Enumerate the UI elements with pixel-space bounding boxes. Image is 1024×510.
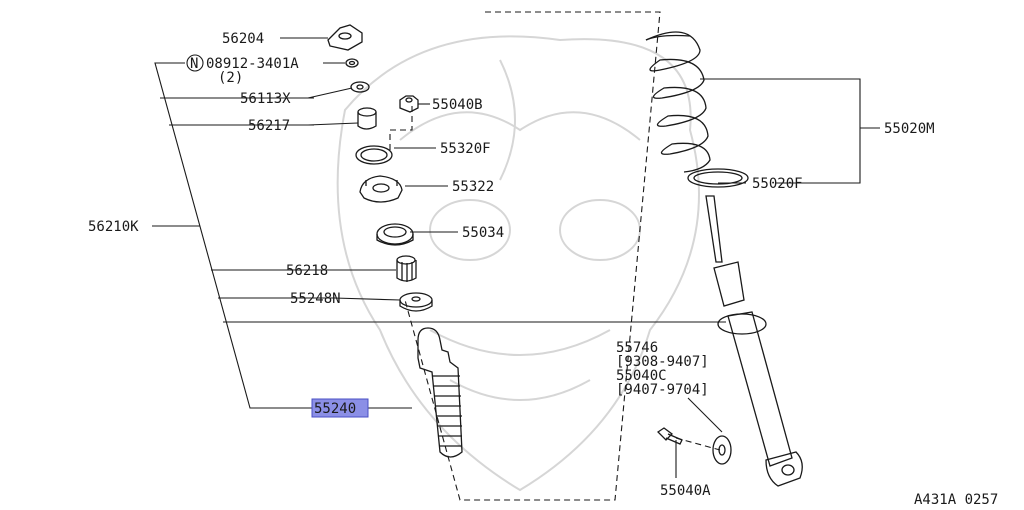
shock-absorber: [705, 195, 803, 487]
bracket-56210k: [152, 62, 726, 409]
nut-08912: [345, 58, 359, 68]
dust-boot-55240: [417, 327, 463, 458]
spring-seat-55020f: [687, 168, 749, 188]
callout-55040b[interactable]: 55040B: [432, 97, 483, 113]
callout-55040c-range: [9407-9704]: [616, 382, 709, 398]
note-n-circle: [186, 54, 204, 72]
washer-55746: [712, 435, 732, 465]
callout-56113x[interactable]: 56113X: [240, 91, 291, 107]
mount-cap-56204: [327, 24, 363, 51]
callout-08912-qty: (2): [218, 70, 243, 86]
bumper-56218: [396, 255, 417, 282]
callout-55020f[interactable]: 55020F: [752, 176, 803, 192]
callout-55322[interactable]: 55322: [452, 179, 494, 195]
leader-lines: [280, 37, 723, 478]
callout-56204[interactable]: 56204: [222, 31, 264, 47]
insulator-55248n: [399, 292, 433, 312]
callout-55040a[interactable]: 55040A: [660, 483, 711, 499]
callout-55248n[interactable]: 55248N: [290, 291, 341, 307]
watermark-emblem: [336, 35, 700, 492]
callout-55746-range: [9308-9407]: [616, 354, 709, 370]
assembly-dashed-outline: [404, 11, 661, 501]
ring-55320f: [355, 145, 393, 165]
bolt-dashed-line: [675, 437, 721, 451]
callout-56218[interactable]: 56218: [286, 263, 328, 279]
callout-55320f[interactable]: 55320F: [440, 141, 491, 157]
callout-08912[interactable]: 08912-3401A: [206, 56, 299, 72]
figure-code: A431A 0257: [914, 492, 998, 508]
callout-08912-prefix: N: [190, 56, 198, 72]
bushing-56217: [357, 107, 377, 130]
callout-55034[interactable]: 55034: [462, 225, 504, 241]
callout-55040c[interactable]: 55040C: [616, 368, 667, 384]
callout-56210k[interactable]: 56210K: [88, 219, 139, 235]
washer-56113x: [350, 81, 370, 93]
callout-55240[interactable]: 55240: [314, 401, 356, 417]
nut-55040b: [399, 95, 419, 113]
seat-55034: [376, 223, 414, 246]
callout-55020m[interactable]: 55020M: [884, 121, 935, 137]
callout-56217[interactable]: 56217: [248, 118, 290, 134]
nut-dashed-bracket: [389, 106, 413, 150]
callout-55746[interactable]: 55746: [616, 340, 658, 356]
mount-plate-55322: [359, 175, 403, 203]
highlight-55240: [311, 398, 369, 418]
coil-spring-55020m: [645, 31, 711, 173]
bracket-55020m: [700, 78, 861, 184]
bolt-55040a: [656, 427, 683, 445]
